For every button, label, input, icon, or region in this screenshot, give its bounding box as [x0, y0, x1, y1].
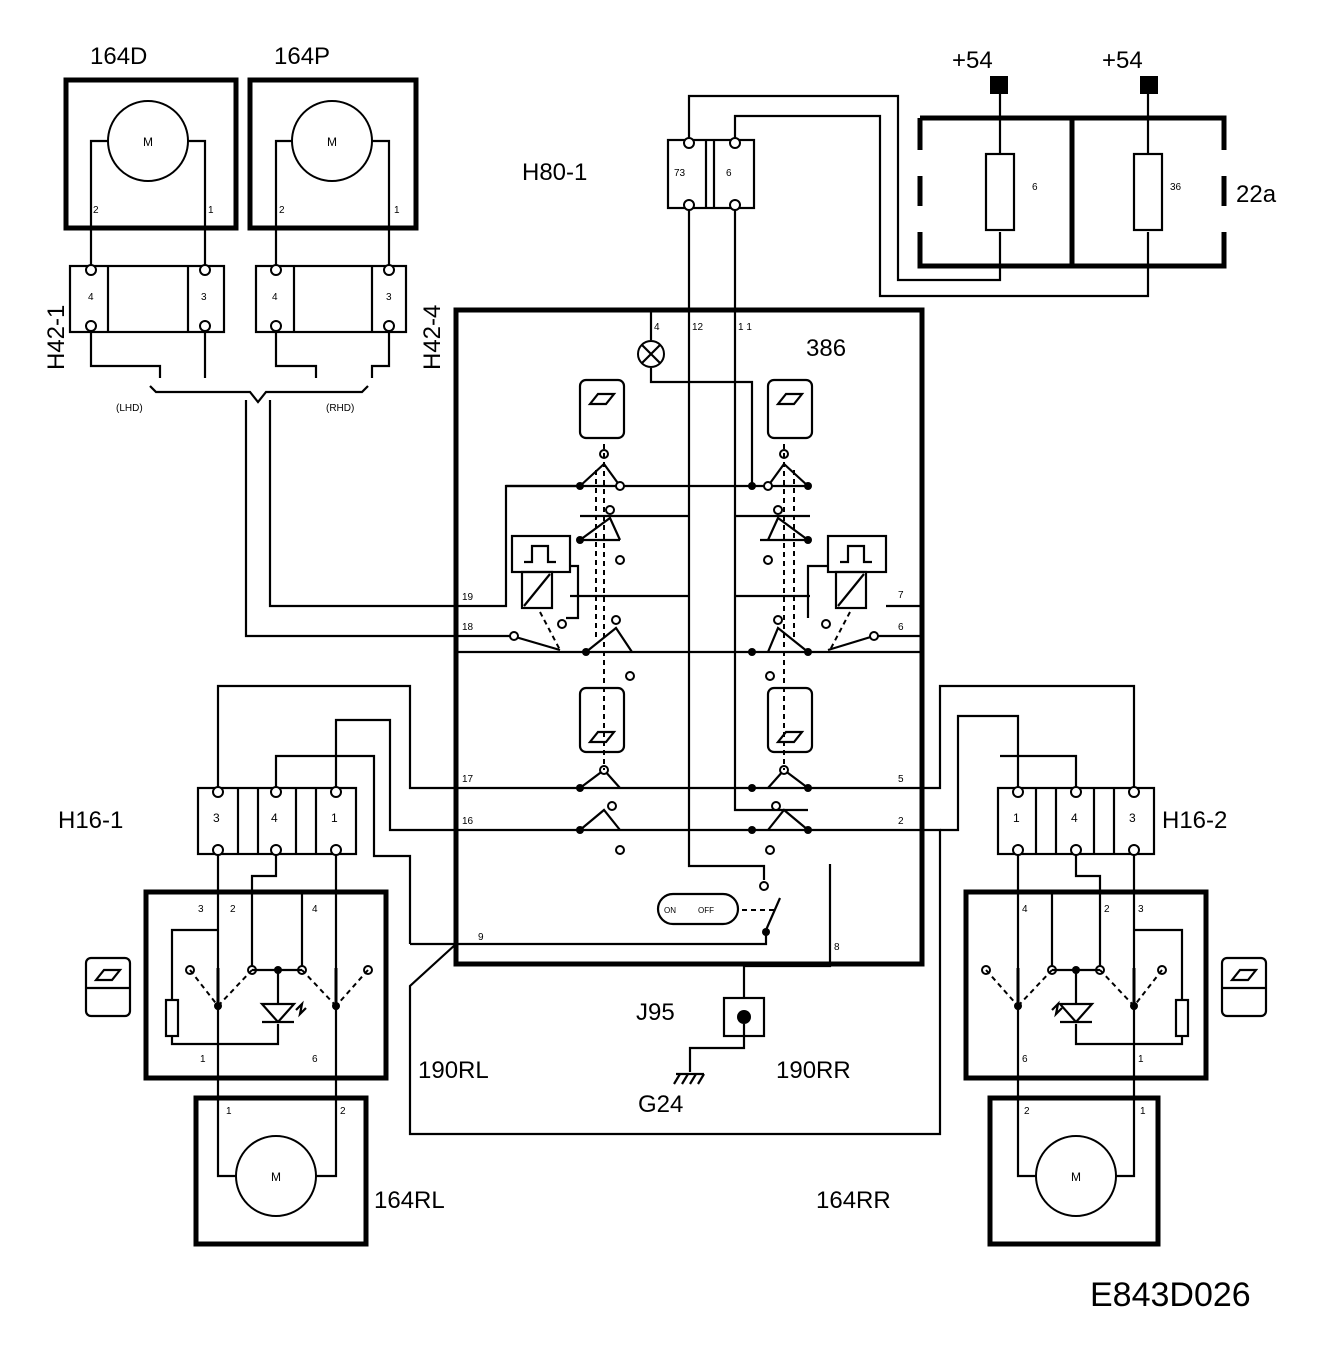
label-190rr: 190RR — [776, 1057, 851, 1084]
label-164p: 164P — [274, 43, 330, 70]
pin-label: 3 — [213, 811, 220, 825]
pin-label: 2 — [340, 1106, 346, 1117]
label-190rl: 190RL — [418, 1057, 489, 1084]
pin-label: 4 — [272, 292, 278, 303]
pin-label: 3 — [1138, 904, 1144, 915]
pin-label: 1 — [394, 205, 400, 216]
relay-left — [510, 534, 580, 629]
on-off-switch: ON OFF — [410, 881, 782, 946]
label-j95: J95 — [636, 999, 675, 1026]
label-164d: 164D — [90, 43, 147, 70]
pin-label: 2 — [898, 816, 904, 827]
pin-label: 6 — [898, 622, 904, 633]
on-label: ON — [664, 906, 676, 915]
motor-164rr: M 2 1 — [987, 1095, 1161, 1247]
off-label: OFF — [698, 906, 714, 915]
label-h16-1: H16-1 — [58, 807, 123, 834]
motor-164d: M 2 1 — [63, 77, 239, 268]
label-164rr: 164RR — [816, 1187, 891, 1214]
window-down-icon — [766, 686, 814, 754]
pin-label: 73 — [674, 168, 686, 179]
pin-label: 6 — [726, 168, 732, 179]
motor-164p-symbol: M — [327, 135, 337, 149]
label-h16-2: H16-2 — [1162, 807, 1227, 834]
pin-label: 1 1 — [738, 322, 752, 333]
pin-label: 17 — [462, 774, 474, 785]
pin-label: 7 — [898, 590, 904, 601]
pin-label: 6 — [1022, 1054, 1028, 1065]
pin-label: 2 — [93, 205, 99, 216]
motor-164rr-symbol: M — [1071, 1170, 1081, 1184]
pin-label: 4 — [271, 811, 278, 825]
pin-label: 6 — [1032, 182, 1038, 193]
pin-label: 2 — [1024, 1106, 1030, 1117]
label-rhd: (RHD) — [326, 403, 354, 414]
pin-label: 2 — [230, 904, 236, 915]
pin-label: 3 — [386, 292, 392, 303]
pin-label: 1 — [208, 205, 214, 216]
pin-label: 5 — [898, 774, 904, 785]
motor-164d-symbol: M — [143, 135, 153, 149]
connector-h16-2: 1 4 3 — [996, 786, 1156, 856]
window-switch-icon — [1220, 956, 1268, 1018]
pin-label: 1 — [331, 811, 338, 825]
connector-h42-4: 4 3 — [254, 264, 408, 334]
label-plus54-right: +54 — [1102, 47, 1143, 74]
label-h80-1: H80-1 — [522, 159, 587, 186]
pin-label: 4 — [1071, 811, 1078, 825]
label-h42-4: H42-4 — [419, 305, 446, 370]
pin-label: 4 — [1022, 904, 1028, 915]
window-down-icon — [578, 686, 626, 754]
pin-label: 12 — [692, 322, 704, 333]
pin-label: 9 — [478, 932, 484, 943]
switch-190rr: 4 2 3 6 1 — [963, 854, 1209, 1110]
pin-label: 18 — [462, 622, 474, 633]
pin-label: 4 — [654, 322, 660, 333]
label-386: 386 — [806, 335, 846, 362]
pin-label: 2 — [279, 205, 285, 216]
label-h42-1: H42-1 — [43, 305, 70, 370]
pin-label: 16 — [462, 816, 474, 827]
pin-label: 19 — [462, 592, 474, 603]
fusebox-22a: 6 36 — [917, 76, 1227, 269]
motor-164rl: M 1 2 — [193, 1095, 369, 1247]
window-switch-icon — [84, 956, 132, 1018]
label-g24: G24 — [638, 1091, 683, 1118]
relay-right — [806, 534, 888, 629]
window-up-icon — [578, 378, 626, 440]
window-up-icon — [766, 378, 814, 440]
diagram-code: E843D026 — [1090, 1276, 1251, 1314]
switch-contacts-left — [509, 444, 635, 855]
pin-label: 6 — [312, 1054, 318, 1065]
pin-label: 1 — [1138, 1054, 1144, 1065]
pin-label: 3 — [201, 292, 207, 303]
pin-label: 4 — [88, 292, 94, 303]
label-plus54-left: +54 — [952, 47, 993, 74]
pin-label: 36 — [1170, 182, 1182, 193]
switch-190rl: 3 2 4 1 6 — [143, 854, 389, 1110]
connector-h16-1: 3 4 1 — [196, 786, 358, 856]
pin-label: 1 — [1140, 1106, 1146, 1117]
ground-icon — [673, 1072, 705, 1085]
switch-contacts-right — [748, 444, 879, 855]
pin-label: 1 — [200, 1054, 206, 1065]
motor-164rl-symbol: M — [271, 1170, 281, 1184]
label-lhd: (LHD) — [116, 403, 143, 414]
motor-164p: M 2 1 — [247, 77, 419, 268]
label-22a: 22a — [1236, 181, 1277, 208]
pin-label: 4 — [312, 904, 318, 915]
pin-label: 3 — [198, 904, 204, 915]
connector-h42-1: 4 3 — [68, 264, 226, 334]
pin-label: 1 — [226, 1106, 232, 1117]
connector-h80-1: 73 6 — [666, 137, 756, 211]
label-164rl: 164RL — [374, 1187, 445, 1214]
pin-label: 1 — [1013, 811, 1020, 825]
pin-label: 8 — [834, 942, 840, 953]
pin-label: 2 — [1104, 904, 1110, 915]
pin-label: 3 — [1129, 811, 1136, 825]
